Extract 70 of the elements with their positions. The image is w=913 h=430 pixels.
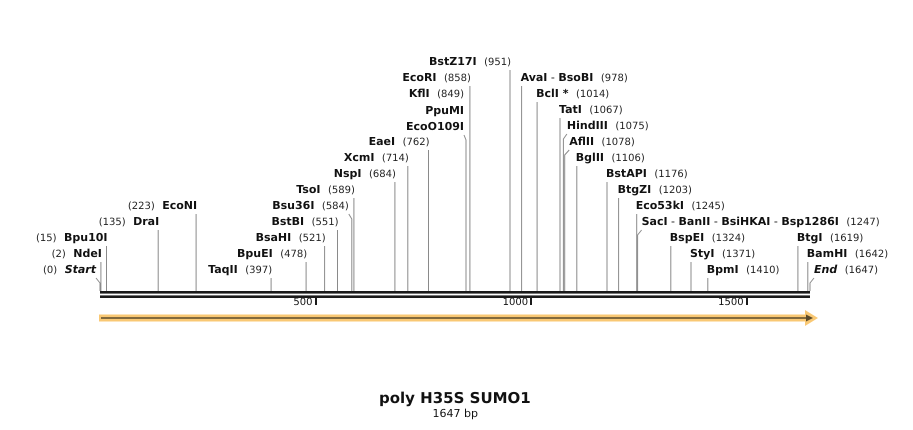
- cut-site-label: TatI (1067): [559, 102, 623, 118]
- leader-line: [394, 182, 396, 292]
- cut-site-label: BamHI (1642): [806, 246, 888, 262]
- cut-site-label: AflII (1078): [569, 134, 635, 150]
- cut-site-label: (2) NdeI: [52, 246, 102, 262]
- cut-site-label: BsaHI (521): [256, 230, 326, 246]
- cut-site-label: Bsu36I (584): [272, 198, 349, 214]
- leader-line: [807, 262, 808, 292]
- cut-site-label: SacI - BanII - BsiHKAI - Bsp1286I (1247): [642, 214, 880, 230]
- leader-line: [324, 246, 326, 292]
- leader-line: [564, 150, 570, 292]
- leader-line: [618, 198, 620, 292]
- leader-line: [428, 150, 429, 292]
- cut-site-label: HindIII (1075): [566, 118, 649, 134]
- cut-site-label: AvaI - BsoBI (978): [520, 70, 628, 86]
- leader-line: [469, 86, 470, 292]
- leader-line: [707, 278, 708, 292]
- cut-site-label: (223) EcoNI: [128, 198, 198, 214]
- sequence-length: 1647 bp: [432, 407, 478, 420]
- cut-site-label: KflI (849) PpuMI EcoO109I: [406, 86, 464, 135]
- tick-label: 1500: [718, 297, 744, 309]
- cut-site-label: BtgZI (1203): [618, 182, 692, 198]
- cut-site-label: TsoI (589): [296, 182, 355, 198]
- leader-line: [810, 278, 814, 292]
- cut-site-label: EcoRI (858): [402, 70, 471, 86]
- leader-line: [306, 262, 307, 292]
- cut-site-label: BpuEI (478): [237, 246, 308, 262]
- leader-line: [337, 230, 338, 292]
- cut-site-label: BstBI (551): [271, 214, 338, 230]
- leader-line: [536, 102, 538, 292]
- leader-line: [670, 246, 672, 292]
- cut-site-label: End (1647): [814, 262, 878, 278]
- leader-line: [606, 182, 608, 292]
- cut-site-label: BclI * (1014): [536, 86, 610, 102]
- leader-line: [96, 278, 100, 292]
- cut-site-label: XcmI (714): [344, 150, 409, 166]
- leader-line: [637, 230, 642, 292]
- leader-line: [158, 230, 159, 292]
- cut-site-label: BspEI (1324): [670, 230, 745, 246]
- leader-line: [562, 134, 568, 292]
- tick-label: 1000: [502, 297, 528, 309]
- cut-site-label: BstAPI (1176): [606, 166, 688, 182]
- leader-line: [106, 246, 107, 292]
- leader-line: [797, 246, 798, 292]
- leader-line: [576, 166, 578, 292]
- leader-line: [407, 166, 408, 292]
- leader-line: [353, 198, 354, 292]
- cut-site-label: (0) Start: [43, 262, 96, 278]
- cut-site-label: BtgI (1619): [796, 230, 864, 246]
- leader-line: [196, 214, 197, 292]
- sequence-line: [100, 291, 810, 298]
- leader-line: [100, 262, 102, 292]
- cut-site-label: EaeI (762): [368, 134, 430, 150]
- leader-line: [270, 278, 272, 292]
- cut-site-label: BglII (1106): [576, 150, 645, 166]
- cut-site-label: BpmI (1410): [706, 262, 780, 278]
- cut-site-label: NspI (684): [334, 166, 396, 182]
- cut-site-label: BstZ17I (951): [429, 54, 511, 70]
- leader-line: [464, 134, 466, 292]
- tick-label: 500: [293, 297, 312, 309]
- leader-line: [348, 214, 352, 292]
- map-title: poly H35S SUMO1: [379, 389, 531, 407]
- leader-line: [636, 214, 638, 292]
- leader-line: [521, 86, 522, 292]
- cut-site-label: (15) Bpu10I: [36, 230, 108, 246]
- cut-site-label: (135) DraI: [98, 214, 160, 230]
- cut-site-label: TaqII (397): [208, 262, 272, 278]
- leader-line: [690, 262, 692, 292]
- cut-site-label: Eco53kI (1245): [636, 198, 725, 214]
- cut-site-label: StyI (1371): [690, 246, 756, 262]
